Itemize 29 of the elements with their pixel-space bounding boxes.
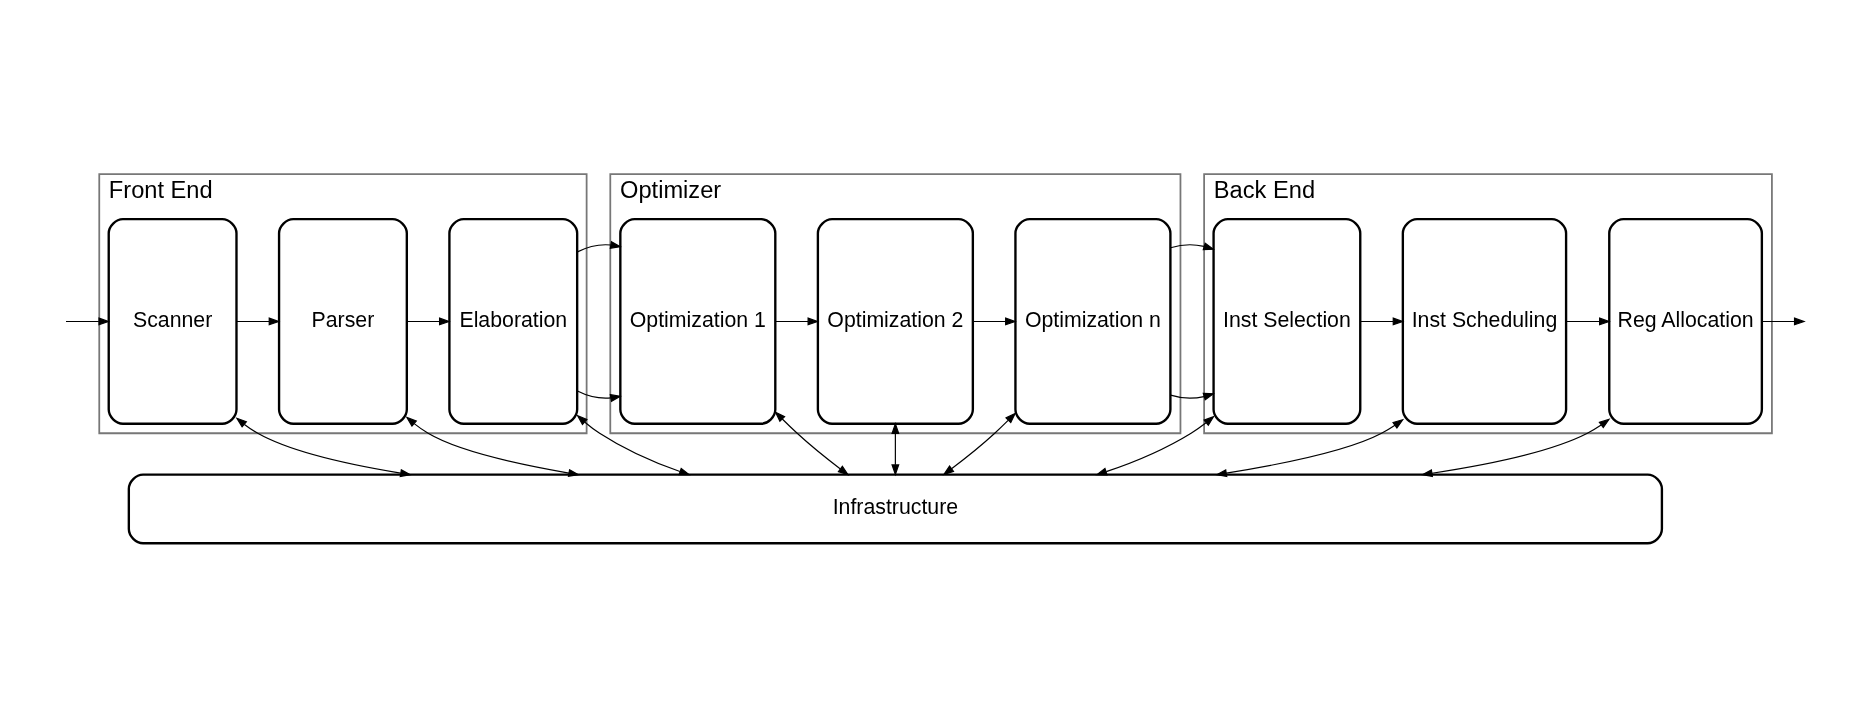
arrow <box>1565 317 1611 326</box>
arrow <box>1215 418 1405 478</box>
node-box: Inst Selection <box>1212 217 1362 425</box>
arrow <box>65 317 111 326</box>
node-box: Optimization 1 <box>619 217 777 425</box>
arrow <box>1095 415 1215 476</box>
node-box: Optimization n <box>1014 217 1172 425</box>
arrow <box>1360 317 1405 326</box>
arrow <box>405 416 581 478</box>
node-box: Parser <box>277 217 408 425</box>
arrow <box>576 414 691 476</box>
arrow <box>942 412 1017 476</box>
arrow <box>774 410 850 476</box>
arrow <box>1170 242 1215 401</box>
arrow <box>774 317 820 326</box>
node-box: Inst Scheduling <box>1401 217 1568 425</box>
arrow <box>1420 418 1611 478</box>
arrow <box>891 422 900 477</box>
node-box: Scanner <box>107 217 238 425</box>
arrow <box>235 417 412 478</box>
node-box: Elaboration <box>448 217 579 425</box>
arrow <box>1761 317 1806 326</box>
arrow <box>576 240 622 403</box>
node-box: Infrastructure <box>127 473 1664 545</box>
node-box: Reg Allocation <box>1608 217 1764 425</box>
arrow <box>972 317 1017 326</box>
arrow <box>406 317 451 326</box>
node-box: Optimization 2 <box>816 217 975 425</box>
arrow <box>236 317 281 326</box>
